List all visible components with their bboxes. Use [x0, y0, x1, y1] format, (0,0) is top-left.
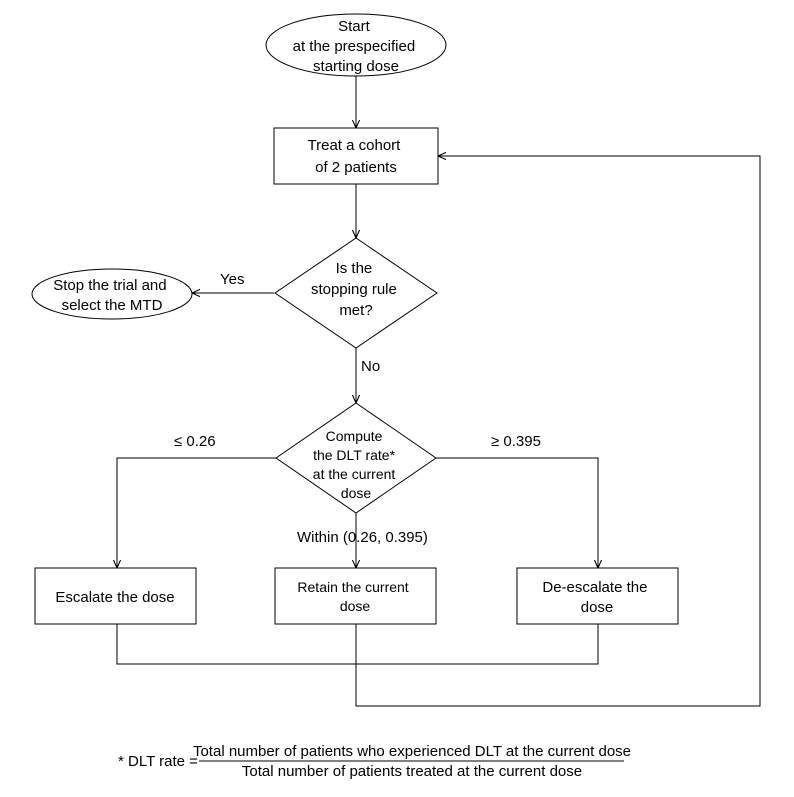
treat-node: [273, 127, 439, 185]
footnote-formula: * DLT rate = Total number of patients wh…: [118, 743, 631, 780]
high-threshold-label: ≥ 0.395: [491, 433, 541, 450]
retain-label: Retain the current dose: [297, 579, 412, 614]
footnote-numerator: Total number of patients who experienced…: [193, 743, 631, 760]
edge-compute-to-deescalate: [436, 457, 598, 568]
start-node: [265, 13, 447, 77]
yes-label: Yes: [220, 271, 244, 288]
shapes: [31, 13, 679, 625]
stop-node: [31, 268, 193, 320]
stop-label: Stop the trial and select the MTD: [53, 277, 171, 314]
escalate-node: [34, 567, 197, 625]
node-labels: Start at the prespecified starting dose …: [53, 18, 651, 616]
deescalate-node: [516, 567, 679, 625]
edge-loop-back-to-treat: [355, 156, 761, 707]
compute-dlt-node: [275, 402, 437, 514]
edges: [116, 75, 761, 707]
low-threshold-label: ≤ 0.26: [174, 433, 216, 450]
within-range-label: Within (0.26, 0.395): [297, 529, 428, 546]
footnote-denominator: Total number of patients treated at the …: [242, 763, 582, 780]
edge-labels: Yes No ≤ 0.26 ≥ 0.395 Within (0.26, 0.39…: [174, 271, 541, 546]
stopping-rule-label: Is the stopping rule met?: [311, 260, 401, 319]
footnote-prefix: * DLT rate =: [118, 753, 198, 770]
start-label: Start at the prespecified starting dose: [293, 18, 420, 75]
escalate-label: Escalate the dose: [55, 589, 174, 606]
treat-label: Treat a cohort of 2 patients: [308, 137, 405, 176]
stopping-rule-node: [274, 237, 438, 349]
edge-compute-to-escalate: [117, 457, 276, 568]
edge-merge-escalate-deescalate: [116, 624, 599, 665]
no-label: No: [361, 358, 380, 375]
deescalate-label: De-escalate the dose: [542, 579, 651, 616]
retain-node: [274, 567, 437, 625]
compute-dlt-label: Compute the DLT rate* at the current dos…: [313, 428, 399, 501]
